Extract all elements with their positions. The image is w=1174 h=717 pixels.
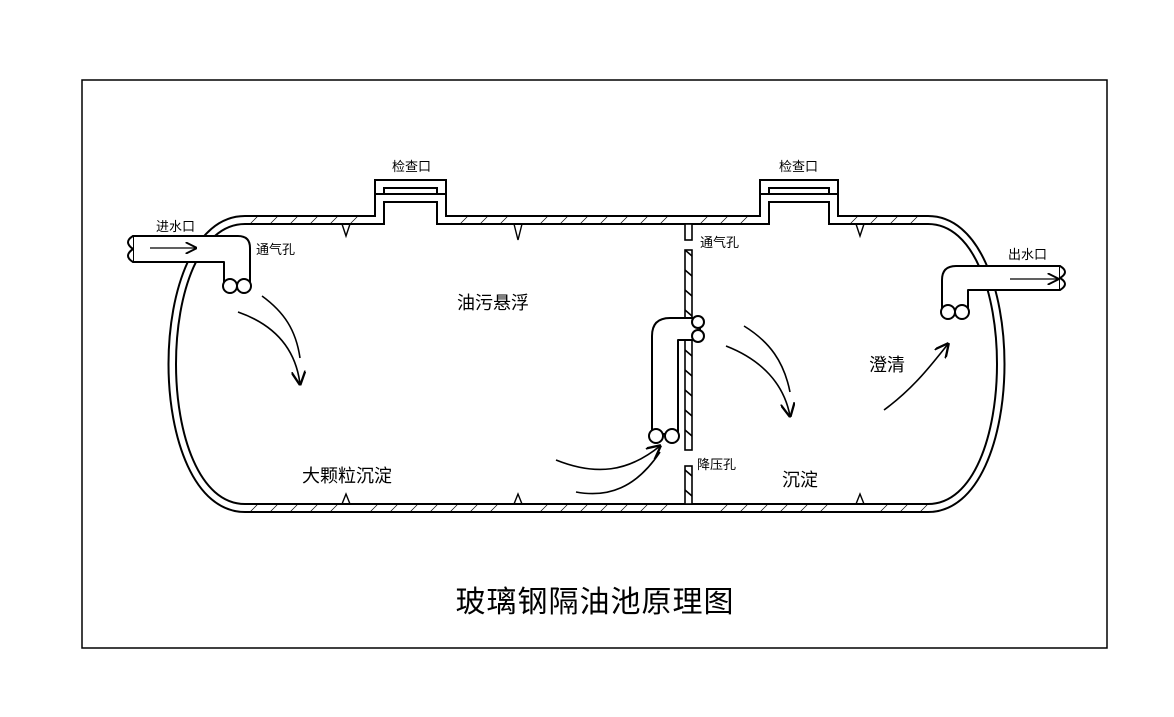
inlet-pipe	[127, 235, 252, 294]
wall-notches	[341, 223, 865, 505]
flow-arrow-settle-right-2	[743, 325, 791, 393]
partition-wall	[684, 223, 693, 505]
label-large-particle-settling: 大颗粒沉淀	[302, 466, 392, 487]
label-inspection-right: 检查口	[779, 160, 818, 175]
drawing-frame	[81, 79, 1108, 649]
transfer-pipe	[648, 315, 705, 444]
flow-arrow-settle-right	[725, 345, 790, 416]
flow-arrow-settle-left	[237, 311, 300, 384]
label-oil-suspension: 油污悬浮	[457, 293, 529, 314]
outlet-pipe	[940, 265, 1066, 320]
flow-arrow-settle-left-2	[261, 295, 301, 359]
label-pressure-hole: 降压孔	[697, 458, 736, 473]
inspection-port-left	[374, 179, 447, 194]
flow-arrows	[237, 295, 948, 495]
label-vent-left: 通气孔	[256, 242, 295, 258]
diagram-title: 玻璃钢隔油池原理图	[456, 585, 735, 620]
inspection-port-right	[759, 179, 839, 194]
label-vent-middle: 通气孔	[700, 235, 739, 251]
flow-arrow-rise-2	[575, 451, 661, 495]
flow-arrow-rise	[555, 446, 660, 471]
label-inspection-left: 检查口	[392, 160, 431, 175]
label-settling: 沉淀	[782, 470, 818, 491]
label-outlet: 出水口	[1008, 248, 1047, 263]
label-clarification: 澄清	[869, 355, 905, 376]
tank-body	[167, 193, 1006, 513]
label-inlet: 进水口	[156, 220, 195, 235]
flow-arrow-clarify	[883, 344, 948, 411]
